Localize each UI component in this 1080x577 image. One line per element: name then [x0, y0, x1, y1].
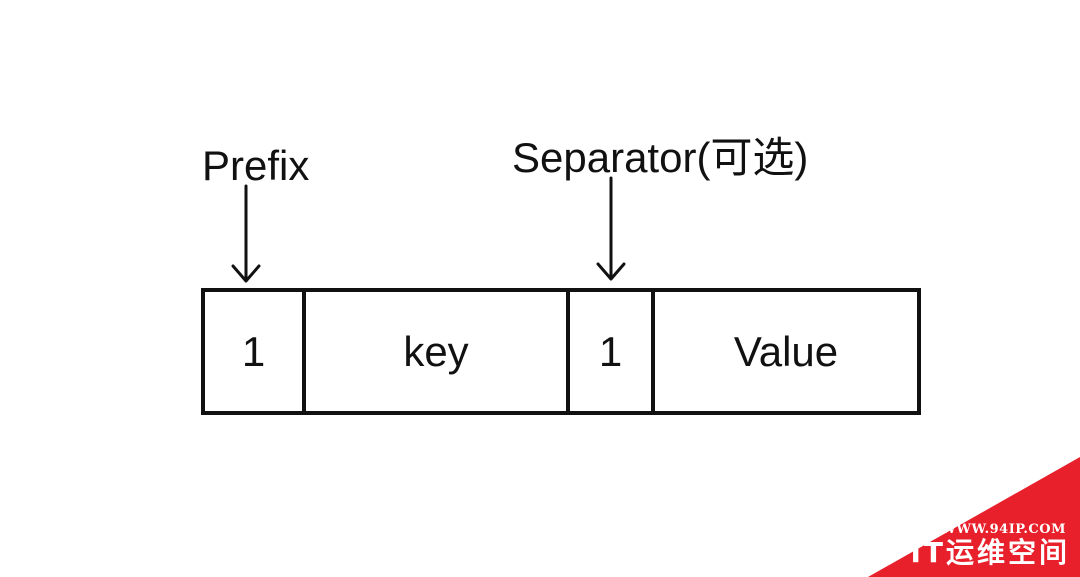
record-layout: 1 key 1 Value: [201, 288, 921, 415]
key-cell: key: [302, 292, 566, 411]
watermark-url: WWW.94IP.COM: [941, 522, 1066, 537]
prefix-arrow: [231, 184, 261, 283]
separator-label: Separator(可选): [512, 134, 809, 181]
separator-arrow: [596, 176, 626, 281]
prefix-label: Prefix: [202, 142, 310, 189]
separator-cell: 1: [566, 292, 651, 411]
watermark-triangle: [868, 457, 1080, 577]
watermark-name: IT运维空间: [910, 536, 1070, 569]
value-cell: Value: [651, 292, 917, 411]
prefix-cell: 1: [241, 327, 266, 375]
